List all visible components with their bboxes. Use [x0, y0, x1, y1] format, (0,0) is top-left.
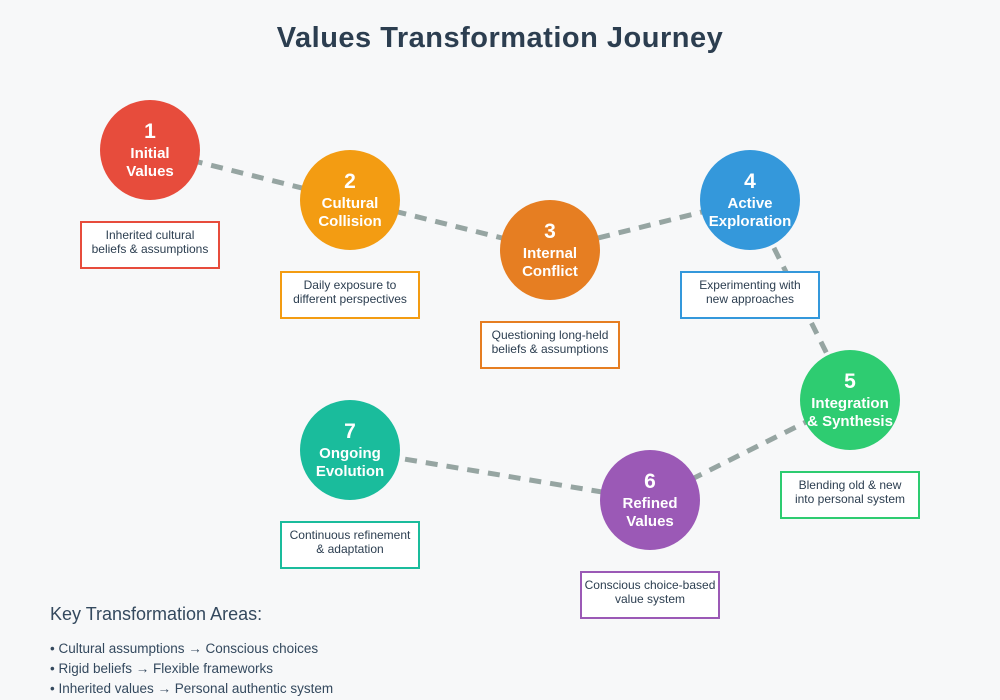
step-circle-integration-synthesis: 5 Integration & Synthesis — [800, 350, 900, 450]
step-name: Refined — [622, 494, 678, 512]
desc-box-active-exploration: Experimenting with new approaches — [680, 271, 820, 319]
desc-line: different perspectives — [293, 292, 407, 306]
step-number: 3 — [544, 219, 556, 243]
step-name: Collision — [318, 212, 382, 230]
desc-box-refined-values: Conscious choice-based value system — [580, 571, 720, 619]
step-name: Integration — [811, 394, 889, 412]
step-number: 6 — [644, 469, 656, 493]
step-name: Values — [626, 512, 674, 530]
key-heading: Key Transformation Areas: — [50, 604, 263, 624]
step-circle-active-exploration: 4 Active Exploration — [700, 150, 800, 250]
page-title: Values Transformation Journey — [276, 22, 724, 54]
desc-line: Questioning long-held — [491, 328, 609, 342]
step-name: Conflict — [522, 262, 578, 280]
step-number: 7 — [344, 419, 356, 443]
step-circle-internal-conflict: 3 Internal Conflict — [500, 200, 600, 300]
step-name: Values — [126, 162, 174, 180]
step-name: Exploration — [708, 212, 792, 230]
step-number: 4 — [744, 169, 756, 193]
key-item: • Cultural assumptions → Conscious choic… — [50, 641, 319, 656]
step-circle-refined-values: 6 Refined Values — [600, 450, 700, 550]
step-number: 5 — [844, 369, 856, 393]
desc-line: Continuous refinement — [289, 528, 411, 542]
desc-line: Inherited cultural — [105, 228, 195, 242]
step-number: 1 — [144, 119, 156, 143]
desc-line: new approaches — [705, 292, 795, 306]
step-name: & Synthesis — [807, 412, 893, 430]
step-circle-cultural-collision: 2 Cultural Collision — [300, 150, 400, 250]
desc-line: Experimenting with — [699, 278, 801, 292]
step-name: Cultural — [321, 194, 379, 212]
desc-line: into personal system — [794, 492, 906, 506]
desc-line: beliefs & assumptions — [491, 342, 609, 356]
desc-line: value system — [614, 592, 686, 606]
step-circle-ongoing-evolution: 7 Ongoing Evolution — [300, 400, 400, 500]
step-name: Active — [727, 194, 773, 212]
key-transformation-areas: Key Transformation Areas: • Cultural ass… — [50, 604, 333, 699]
key-item: • Rigid beliefs → Flexible frameworks — [50, 661, 274, 676]
step-number: 2 — [344, 169, 356, 193]
desc-line: Conscious choice-based — [584, 578, 716, 592]
key-item: • Inherited values → Personal authentic … — [50, 681, 334, 696]
desc-line: Blending old & new — [798, 478, 902, 492]
step-name: Internal — [522, 244, 578, 262]
step-name: Evolution — [315, 462, 385, 480]
desc-line: & adaptation — [316, 542, 384, 556]
desc-box-initial-values: Inherited cultural beliefs & assumptions — [80, 221, 220, 269]
desc-box-internal-conflict: Questioning long-held beliefs & assumpti… — [480, 321, 620, 369]
desc-box-cultural-collision: Daily exposure to different perspectives — [280, 271, 420, 319]
desc-line: Daily exposure to — [303, 278, 397, 292]
step-name: Initial — [130, 144, 170, 162]
desc-line: beliefs & assumptions — [91, 242, 209, 256]
step-name: Ongoing — [319, 444, 381, 462]
desc-box-ongoing-evolution: Continuous refinement & adaptation — [280, 521, 420, 569]
desc-box-integration-synthesis: Blending old & new into personal system — [780, 471, 920, 519]
step-circle-initial-values: 1 Initial Values — [100, 100, 200, 200]
